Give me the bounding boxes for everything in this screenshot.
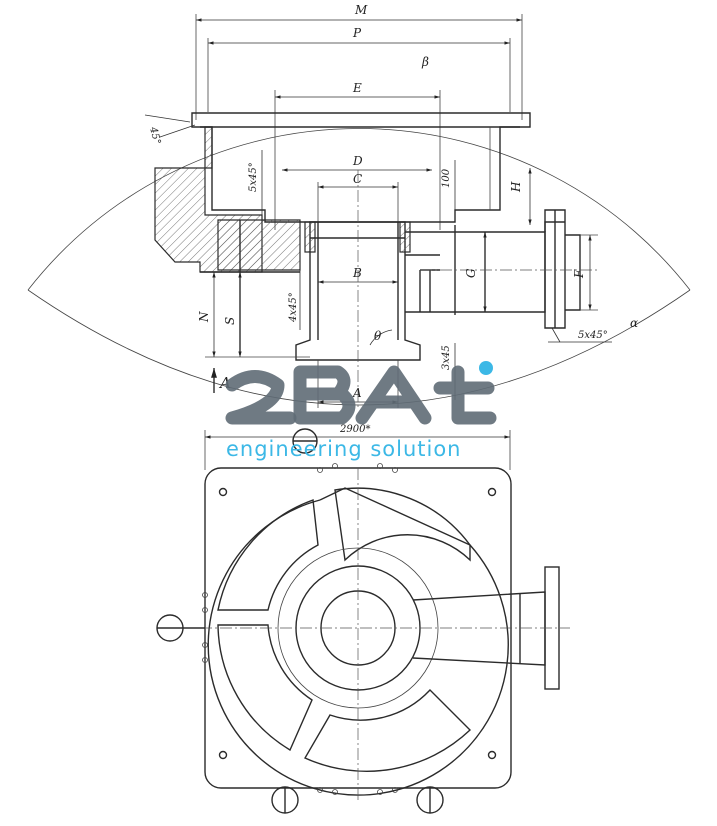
- vane-2: [217, 624, 313, 752]
- watermark: engineering solution: [225, 361, 497, 461]
- label-A-dim: A: [352, 386, 362, 400]
- label-45: 45°: [147, 125, 162, 146]
- label-chamfer-top: 5x45°: [248, 162, 259, 192]
- screw-bottom-left: [271, 786, 299, 814]
- inner-hatched-block: [217, 219, 301, 271]
- label-chamfer-mid: 4x45°: [288, 292, 299, 323]
- label-E: E: [352, 81, 362, 95]
- label-N: N: [197, 311, 211, 323]
- label-C: C: [353, 172, 362, 186]
- bolt-holes: [202, 463, 398, 795]
- section-view: M P β E D C H G F B N S θ A α A 5x45° 4x…: [27, 3, 691, 470]
- vane-1: [217, 499, 319, 611]
- label-F: F: [572, 269, 586, 279]
- label-chamfer-bottom: 3x45: [441, 345, 452, 370]
- shaft-sleeve: [295, 221, 421, 361]
- volute-outer: [207, 499, 509, 796]
- plan-outlet-pipe: [412, 591, 546, 666]
- label-2900: 2900*: [339, 424, 370, 435]
- label-G: G: [464, 268, 478, 278]
- label-beta: β: [421, 55, 429, 69]
- plan-view: [156, 428, 570, 814]
- outlet-flange: [544, 209, 566, 329]
- watermark-tagline: engineering solution: [226, 437, 462, 461]
- bat-logo: [225, 361, 497, 425]
- label-B: B: [352, 266, 362, 280]
- screw-left: [156, 614, 205, 642]
- label-H: H: [509, 181, 523, 193]
- label-P: P: [352, 26, 362, 40]
- screw-top: [292, 428, 318, 454]
- label-D: D: [352, 154, 363, 168]
- screw-bottom-right: [416, 786, 444, 814]
- arc-beta: [27, 128, 691, 291]
- label-M: M: [354, 3, 368, 17]
- label-alpha: α: [630, 316, 638, 330]
- vane-4: [334, 487, 471, 562]
- arc-alpha: [27, 289, 691, 406]
- label-S: S: [223, 317, 237, 325]
- label-100: 100: [441, 168, 452, 188]
- label-chamfer-right: 5x45°: [578, 330, 608, 341]
- label-theta: θ: [374, 329, 382, 343]
- vane-3: [304, 688, 472, 772]
